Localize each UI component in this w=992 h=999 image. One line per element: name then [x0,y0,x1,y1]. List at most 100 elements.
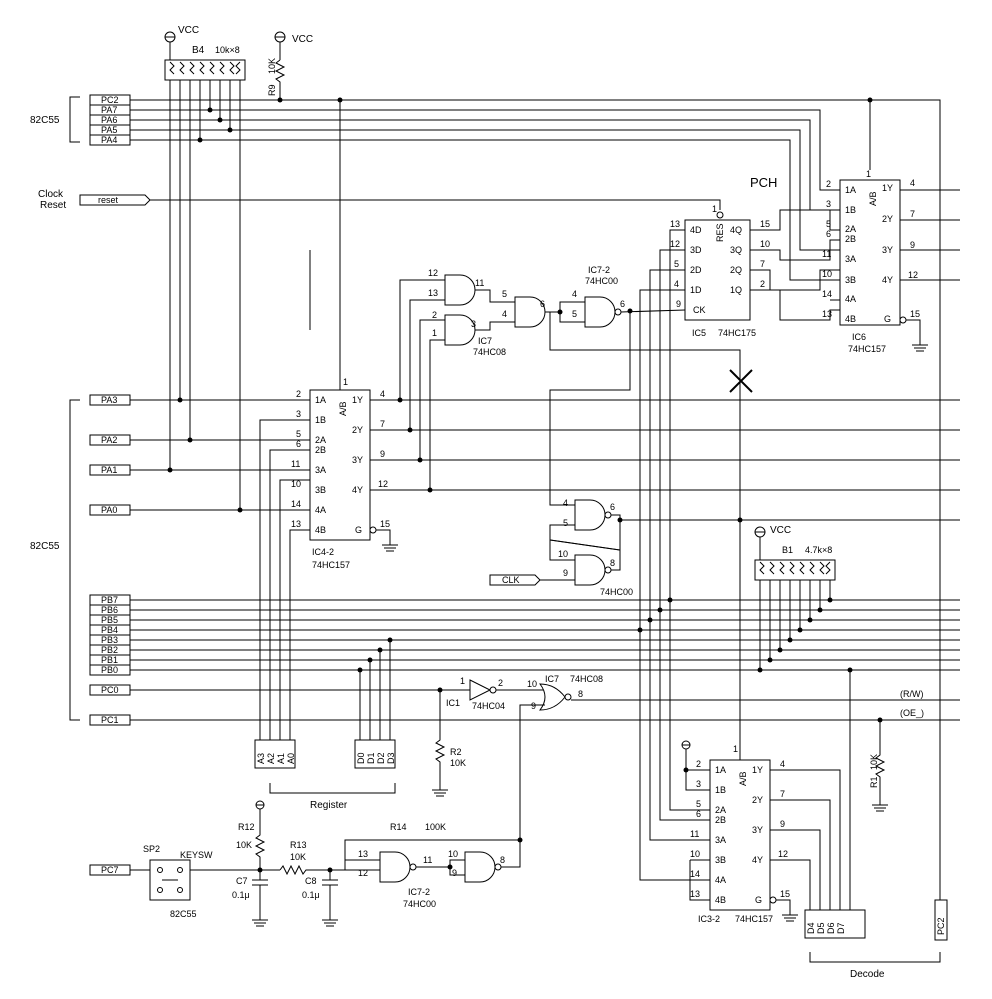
register-label: Register [310,800,348,811]
decode-label: Decode [850,969,885,980]
port-pa1: PA1 [101,465,117,475]
group-82c55-label: 82C55 [30,115,60,126]
r12-name: R12 [238,822,255,832]
pin-label: 3A [315,465,326,475]
pin-number: 2 [498,678,503,688]
port-pc7: PC7 [101,865,119,875]
pin-number: 13 [291,519,301,529]
sel-label: A/B [338,401,348,416]
r12-value: 10K [236,840,252,850]
pin-number: 2 [826,179,831,189]
g-label: G [355,525,362,535]
pin-number: 1 [432,328,437,338]
pin-number: 3 [471,319,476,329]
pin-label: 3D [690,245,702,255]
pin-number: 5 [826,219,831,229]
port-pb5: PB5 [101,615,118,625]
vcc-r9: VCC R9 10K [267,31,313,100]
pin-number: 2 [432,310,437,320]
pin-label: 4B [315,525,326,535]
c7-name: C7 [236,876,248,886]
pin-label: A0 [286,753,296,764]
pin-number: 7 [780,789,785,799]
reset-label: Reset [40,200,66,211]
pin-number: 3 [826,199,831,209]
pin-number: 6 [620,299,625,309]
ic7-2-top-part: 74HC00 [585,276,618,286]
pin-label: D4 [806,922,816,934]
pin-number: 9 [676,299,681,309]
port-pb1: PB1 [101,655,118,665]
pin-number: 9 [780,819,785,829]
pin-number: 1 [866,169,871,179]
register-connector: A3 A2 A1 A0 D0 D1 D2 D3 Register [254,739,396,811]
pch-label: PCH [750,175,777,190]
ic7-2-top-label: IC7-2 [588,265,610,275]
pin-label: 1A [315,395,326,405]
vcc-label: VCC [292,34,313,45]
pin-number: 11 [475,278,484,288]
clock-reset: Clock Reset reset_ [38,189,721,211]
pin-label: 2A [845,224,856,234]
ic4-2-74hc157: 1A 1B 2A 2B 3A 3B 4A 4B 1Y 2Y 3Y 4Y A/B … [259,377,960,740]
ic7-2-bot-part: 74HC00 [403,899,436,909]
pin-number: 1 [460,676,465,686]
pin-number: 7 [910,209,915,219]
group-82c55-label: 82C55 [30,541,60,552]
pin-number: 9 [563,568,568,578]
pin-number: 10 [527,679,537,689]
ports-top: PC2 PA7 PA6 PA5 PA4 [89,94,131,146]
c8-value: 0.1μ [302,890,320,900]
pin-label: 1A [715,765,726,775]
pin-number: 13 [428,288,438,298]
pin-number: 13 [690,889,700,899]
ic3-2-74hc157: 1A 1B 2A 2B 3A 3B 4A 4B 1Y 2Y 3Y 4Y A/B … [639,600,851,924]
pin-number: 1 [712,204,717,214]
pin-label: 1D [690,285,702,295]
pin-number: 9 [380,449,385,459]
oe-label: (OE_) [900,708,924,718]
r13-value: 10K [290,852,306,862]
pin-number: 6 [296,439,301,449]
group-82c55-mid: 82C55 [30,399,80,721]
r13-name: R13 [290,840,307,850]
pin-label: 1Y [752,765,763,775]
pin-number: 3 [696,779,701,789]
pin-label: 4Y [752,855,763,865]
clk-port-label: CLK_ [502,575,526,585]
ck-label: CK [693,305,706,315]
pin-label: A1 [276,753,286,764]
pin-label: D5 [816,922,826,934]
ic7-b-label: IC7 [545,674,559,684]
pin-label: 3Y [752,825,763,835]
res-label: RES [715,223,725,242]
pin-label: D6 [826,922,836,934]
pin-number: 10 [291,479,301,489]
pin-label: 2D [690,265,702,275]
pin-number: 6 [826,229,831,239]
pin-number: 14 [690,869,700,879]
pin-number: 4 [910,178,915,188]
pin-number: 4 [780,759,785,769]
ic7-part: 74HC08 [473,347,506,357]
ic7-2-bot-label: IC7-2 [408,887,430,897]
r1-resistor: R1 10K [869,720,888,812]
b4-value: 10k×8 [215,45,240,55]
pin-number: 12 [428,268,438,278]
pin-label: 2A [315,435,326,445]
pin-number: 5 [296,429,301,439]
pin-label: 4A [315,505,326,515]
pin-number: 4 [502,309,507,319]
sw-group-label: 82C55 [170,909,197,919]
rw-label: (R/W) [900,689,924,699]
pin-number: 14 [291,499,301,509]
port-pa7: PA7 [101,105,117,115]
top-bus [130,97,941,910]
b1-value: 4.7k×8 [805,545,832,555]
ic4-2-part: 74HC157 [312,560,350,570]
pin-label: 4Y [882,275,893,285]
r1-name: R1 [869,776,879,788]
pin-label: 3B [315,485,326,495]
pin-number: 12 [358,868,368,878]
pin-number: 7 [380,419,385,429]
